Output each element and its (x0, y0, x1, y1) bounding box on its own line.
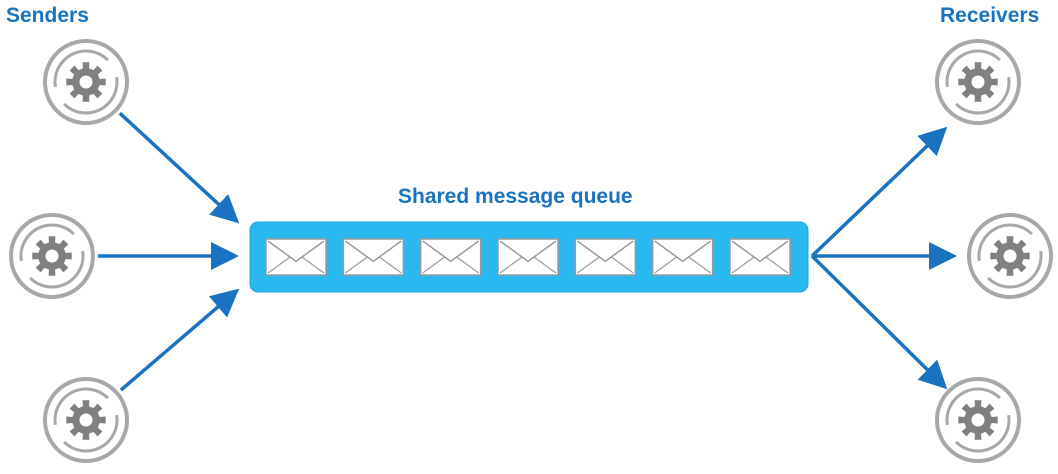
rotate-arc-icon (977, 223, 1033, 262)
rotate-arc-icon (53, 387, 109, 426)
envelope-icon (651, 238, 714, 276)
arrows-layer (98, 111, 957, 392)
envelope-flap (422, 240, 480, 263)
rotate-arc-icon (945, 49, 1001, 88)
sender-node-1 (43, 39, 129, 125)
envelope-flap (267, 240, 325, 263)
gear-hub (971, 413, 985, 427)
rotate-arc-icon (53, 49, 109, 88)
sender-node-3 (43, 377, 129, 463)
nodes-layer (9, 39, 1053, 463)
senders-label: Senders (6, 4, 89, 27)
envelope-flap (576, 240, 634, 263)
envelope-body (342, 238, 405, 276)
envelope-icon (342, 238, 405, 276)
envelope-body (729, 238, 791, 276)
envelope-fold (731, 256, 789, 274)
sender-arrow (118, 111, 240, 224)
envelope-flap (654, 240, 712, 263)
envelope-body (419, 238, 482, 276)
receiver-arrow (810, 254, 948, 390)
receiver-node-2 (967, 213, 1053, 299)
receiver-arrow (810, 126, 948, 258)
rotate-arc-icon (29, 250, 85, 289)
envelope-fold (422, 256, 480, 274)
envelope-icon (497, 238, 559, 276)
receivers-label: Receivers (940, 4, 1040, 27)
envelope-fold (267, 256, 325, 274)
envelope-flap (344, 240, 402, 263)
queue-label: Shared message queue (398, 185, 633, 208)
rotate-arc-icon (19, 223, 75, 262)
queue-layer (249, 221, 809, 293)
rotate-arc-icon (955, 76, 1011, 115)
envelope-flap (731, 240, 789, 263)
sender-arrow (119, 288, 240, 392)
gear-hub (971, 75, 985, 89)
envelope-body (574, 238, 637, 276)
rotate-arc-icon (987, 250, 1043, 289)
rotate-arc-icon (955, 414, 1011, 453)
receiver-node-1 (935, 39, 1021, 125)
receiver-node-3 (935, 377, 1021, 463)
rotate-arc-icon (945, 387, 1001, 426)
envelope-body (497, 238, 559, 276)
envelope-fold (499, 256, 557, 274)
envelope-body (265, 238, 327, 276)
envelope-icon (265, 238, 327, 276)
envelope-fold (654, 256, 712, 274)
envelope-icon (419, 238, 482, 276)
envelope-fold (344, 256, 402, 274)
gear-hub (1003, 249, 1017, 263)
envelope-icon (574, 238, 637, 276)
gear-hub (79, 413, 93, 427)
envelope-fold (576, 256, 634, 274)
envelope-icon (729, 238, 791, 276)
envelope-body (651, 238, 714, 276)
rotate-arc-icon (63, 76, 119, 115)
rotate-arc-icon (63, 414, 119, 453)
envelope-flap (499, 240, 557, 263)
sender-node-2 (9, 213, 95, 299)
gear-hub (45, 249, 59, 263)
gear-hub (79, 75, 93, 89)
